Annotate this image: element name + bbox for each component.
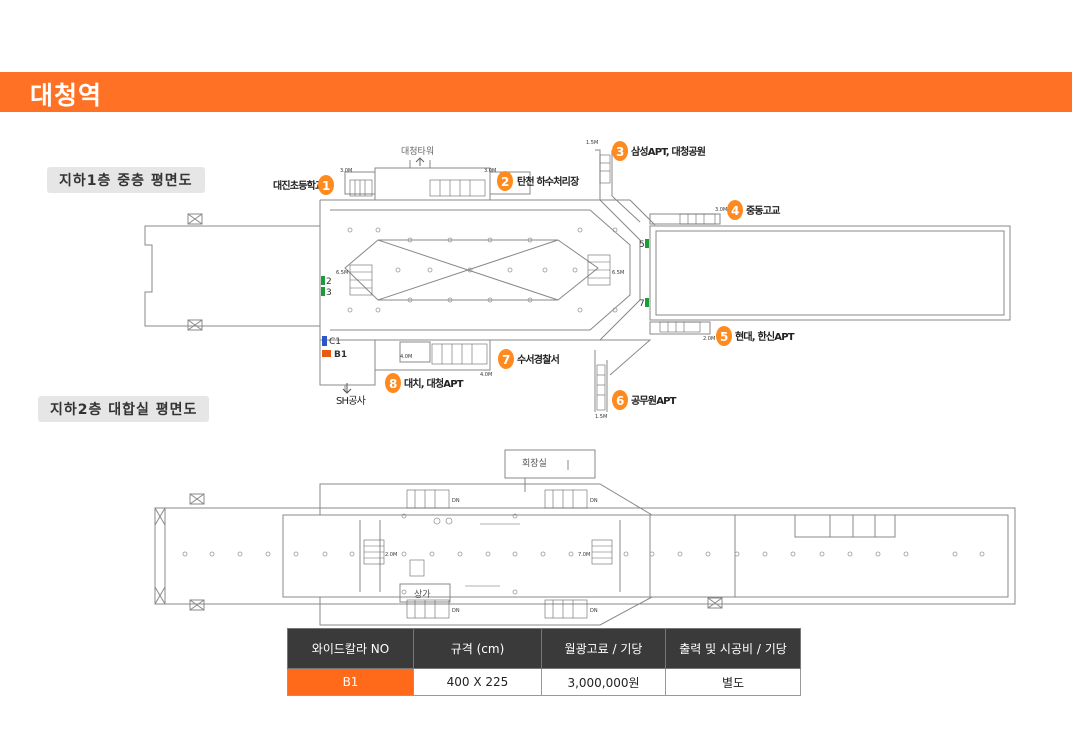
- exit-6: 6 공무원APT: [612, 390, 677, 410]
- b1-marker-c1-label: C1: [329, 337, 341, 347]
- b2-width-left: 2.0M: [385, 552, 397, 558]
- b1-marker-5-label: 5: [639, 240, 645, 250]
- price-header-size: 규격 (cm): [413, 628, 542, 669]
- b1-marker-b1-label: B1: [334, 350, 347, 360]
- b1-marker-c1: [322, 336, 327, 346]
- price-header-production: 출력 및 시공비 / 기당: [665, 628, 801, 669]
- b1-left-vent-bottom: [187, 319, 203, 331]
- exit-8: 8 대치, 대청APT: [385, 373, 465, 393]
- exit-5-label: 현대, 한신APT: [735, 330, 795, 343]
- b2-floor-label: 지하2층 대합실 평면도: [38, 396, 210, 422]
- b2-floor-plan: [154, 449, 1016, 626]
- width-label-8: 4.0M: [400, 354, 412, 360]
- price-cell-production: 별도: [665, 668, 801, 696]
- exit-2-badge: [497, 171, 513, 191]
- b1-platform-outline: [344, 239, 599, 301]
- width-label-3: 1.5M: [586, 140, 598, 146]
- bottom-exit-arrow-icon: [342, 383, 352, 394]
- width-label-left: 6.5M: [336, 270, 348, 276]
- exit-8-badge: [385, 373, 401, 393]
- b1-marker-3: [321, 287, 325, 296]
- b2-stair-mark-1: DN: [452, 498, 460, 504]
- b2-room-label: 회장실: [522, 458, 547, 469]
- exit-4-label: 중동고교: [746, 205, 780, 217]
- b2-room: [504, 449, 596, 479]
- exit-5: 5 현대, 한신APT: [716, 326, 796, 346]
- exit-7: 7 수서경찰서: [498, 349, 560, 369]
- exit-2-label: 탄천 하수처리장: [517, 175, 580, 188]
- exit-6-badge: [612, 390, 628, 410]
- exit-1: 대진초등학교 1: [273, 175, 334, 195]
- b1-right-wing: [649, 225, 1011, 321]
- b2-width-right: 7.0M: [578, 552, 590, 558]
- top-exit-label: 대청타워: [401, 146, 434, 157]
- station-title-bar: 대청역: [0, 72, 1072, 112]
- width-label-2: 3.0M: [484, 168, 496, 174]
- b2-shop-label: 상가: [414, 589, 431, 600]
- b1-stair-1: [349, 179, 373, 197]
- b1-stair-2: [429, 179, 486, 197]
- exit-7-number: 7: [502, 353, 510, 367]
- width-label-right: 6.5M: [612, 270, 624, 276]
- b2-stair-mark-3: DN: [452, 608, 460, 614]
- price-table: 와이드칼라 NO 규격 (cm) 월광고료 / 기당 출력 및 시공비 / 기당…: [287, 628, 801, 696]
- b1-marker-5: [645, 239, 649, 248]
- price-header-no: 와이드칼라 NO: [287, 628, 414, 669]
- exit-3-label: 삼성APT, 대청공원: [631, 145, 706, 158]
- b1-left-vent-top: [187, 213, 203, 225]
- exit-1-number: 1: [322, 179, 330, 193]
- b1-stair-7: [431, 343, 488, 365]
- exit-1-badge: [318, 175, 334, 195]
- width-label-1: 3.0M: [340, 168, 352, 174]
- price-header-fee: 월광고료 / 기당: [541, 628, 666, 669]
- price-cell-size: 400 X 225: [413, 668, 542, 696]
- exit-6-number: 6: [616, 394, 624, 408]
- exit-4-number: 4: [731, 204, 739, 218]
- width-label-6: 1.5M: [595, 414, 607, 420]
- b2-stair-mark-2: DN: [590, 498, 598, 504]
- exit-7-label: 수서경찰서: [517, 353, 560, 366]
- price-table-row: B1 400 X 225 3,000,000원 별도: [287, 668, 801, 696]
- width-label-4: 3.0M: [715, 207, 727, 213]
- b1-marker-2-label: 2: [326, 277, 332, 287]
- exit-3-badge: [612, 141, 628, 161]
- exit-5-badge: [716, 326, 732, 346]
- exit-3-number: 3: [616, 145, 624, 159]
- b1-marker-7: [645, 298, 649, 307]
- b2-stair-mark-4: DN: [590, 608, 598, 614]
- bottom-exit-label: SH공사: [336, 395, 366, 407]
- exit-8-number: 8: [389, 377, 397, 391]
- exit-4-badge: [727, 200, 743, 220]
- exit-1-label: 대진초등학교: [273, 179, 324, 192]
- exit-8-label: 대치, 대청APT: [404, 377, 464, 390]
- b1-bottom-corridor: [374, 339, 491, 371]
- exit-4: 4 중동고교: [727, 200, 781, 220]
- price-cell-no: B1: [287, 668, 414, 696]
- exit-6-label: 공무원APT: [631, 394, 677, 407]
- width-label-5: 2.0M: [703, 336, 715, 342]
- exit-3: 3 삼성APT, 대청공원: [612, 141, 707, 161]
- price-cell-fee: 3,000,000원: [541, 668, 666, 696]
- b1-left-wing: [144, 225, 320, 327]
- top-exit-arrow-icon: [415, 157, 425, 166]
- width-label-7: 4.0M: [480, 372, 492, 378]
- station-title: 대청역: [30, 81, 103, 110]
- b1-floor-label: 지하1층 중층 평면도: [47, 167, 205, 193]
- exit-2-number: 2: [501, 175, 509, 189]
- b1-marker-7-label: 7: [639, 299, 645, 309]
- b1-marker-b1: [322, 350, 331, 357]
- b1-top-corridor: [374, 167, 491, 201]
- exit-2: 2 탄천 하수처리장: [497, 171, 581, 191]
- price-table-header-row: 와이드칼라 NO 규격 (cm) 월광고료 / 기당 출력 및 시공비 / 기당: [287, 628, 801, 669]
- b1-marker-2: [321, 276, 325, 285]
- exit-5-number: 5: [720, 330, 728, 344]
- b1-marker-3-label: 3: [326, 288, 332, 298]
- exit-7-badge: [498, 349, 514, 369]
